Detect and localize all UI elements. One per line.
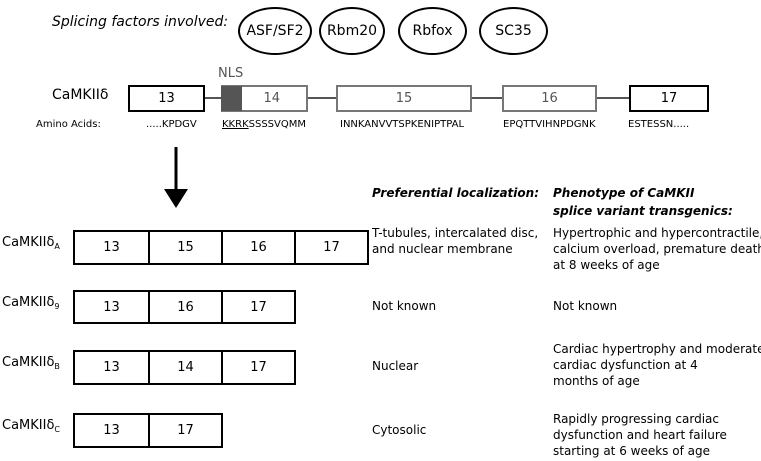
variant-9-exons: 13 16 17 bbox=[73, 290, 296, 324]
aa-exon14: KKRKSSSSVQMM bbox=[222, 119, 306, 130]
factor-rbfox: Rbfox bbox=[398, 7, 467, 55]
localization-header: Preferential localization: bbox=[372, 186, 539, 200]
variant-c-localization: Cytosolic bbox=[372, 422, 426, 438]
aa-exon16: EPQTTVIHNPDGNK bbox=[503, 119, 596, 130]
variant-a-exon: 13 bbox=[103, 240, 120, 255]
variant-b-exons: 13 14 17 bbox=[73, 350, 296, 385]
connector-16-17 bbox=[597, 97, 629, 99]
nls-segment-fill bbox=[221, 86, 242, 111]
aa-exon17: ESTESSN..... bbox=[628, 119, 690, 130]
variant-a-subscript: A bbox=[54, 242, 60, 251]
variant-9-exon: 17 bbox=[221, 292, 294, 322]
localization-line: Not known bbox=[372, 299, 437, 313]
amino-acids-label: Amino Acids: bbox=[36, 119, 101, 130]
phenotype-line: starting at 6 weeks of age bbox=[553, 444, 710, 458]
phenotype-header-line2: splice variant transgenics: bbox=[553, 204, 733, 218]
exon-17: 17 bbox=[629, 85, 709, 112]
variant-9-localization: Not known bbox=[372, 298, 436, 314]
phenotype-header-line1: Phenotype of CaMKII bbox=[553, 186, 695, 200]
variant-c-name: CaMKIIδ bbox=[2, 418, 55, 433]
phenotype-line: calcium overload, premature death bbox=[553, 242, 761, 256]
aa-exon14-rest: SSSSVQMM bbox=[248, 119, 306, 130]
variant-9-name: CaMKIIδ bbox=[2, 295, 55, 310]
splicing-factors-title: Splicing factors involved: bbox=[52, 14, 229, 30]
nls-label: NLS bbox=[218, 66, 244, 81]
aa-nls-sequence: KKRK bbox=[222, 119, 249, 130]
variant-b-phenotype: Cardiac hypertrophy and moderate cardiac… bbox=[553, 341, 761, 389]
variant-b-name: CaMKIIδ bbox=[2, 355, 55, 370]
variant-a-exons: 13 15 16 17 bbox=[73, 230, 369, 265]
phenotype-line: Hypertrophic and hypercontractile, bbox=[553, 226, 761, 240]
aa-exon15: INNKANVVTSPKENIPTPAL bbox=[340, 119, 465, 130]
localization-line: Cytosolic bbox=[372, 423, 427, 437]
phenotype-line: cardiac dysfunction at 4 bbox=[553, 358, 698, 372]
variant-a-localization: T-tubules, intercalated disc, and nuclea… bbox=[372, 225, 538, 257]
factor-asf-sf2: ASF/SF2 bbox=[238, 7, 312, 55]
variant-c-subscript: C bbox=[54, 425, 60, 434]
localization-line: and nuclear membrane bbox=[372, 242, 513, 256]
variant-b-localization: Nuclear bbox=[372, 358, 418, 374]
variant-label-b: CaMKIIδB bbox=[2, 355, 60, 371]
variant-a-phenotype: Hypertrophic and hypercontractile, calci… bbox=[553, 225, 761, 273]
variant-a-exon: 17 bbox=[294, 232, 367, 263]
variant-b-exon: 14 bbox=[148, 352, 221, 383]
variant-label-9: CaMKIIδ9 bbox=[2, 295, 60, 311]
variant-9-phenotype: Not known bbox=[553, 298, 617, 314]
variant-c-exon: 13 bbox=[103, 423, 120, 438]
connector-14-15 bbox=[308, 97, 336, 99]
variant-b-exon: 13 bbox=[103, 360, 120, 375]
factor-rbm20: Rbm20 bbox=[319, 7, 385, 55]
phenotype-line: Not known bbox=[553, 299, 618, 313]
variant-c-exons: 13 17 bbox=[73, 413, 223, 448]
variant-9-exon: 13 bbox=[103, 299, 120, 315]
connector-15-16 bbox=[472, 97, 502, 99]
connector-13-14 bbox=[205, 97, 221, 99]
phenotype-line: at 8 weeks of age bbox=[553, 258, 660, 272]
phenotype-line: Cardiac hypertrophy and moderate bbox=[553, 342, 761, 356]
variant-label-c: CaMKIIδC bbox=[2, 418, 60, 434]
exon-13: 13 bbox=[128, 85, 205, 112]
exon-16: 16 bbox=[502, 85, 597, 112]
variant-9-exon: 16 bbox=[148, 292, 221, 322]
variant-label-a: CaMKIIδA bbox=[2, 235, 60, 251]
variant-a-name: CaMKIIδ bbox=[2, 235, 55, 250]
factor-sc35: SC35 bbox=[479, 7, 548, 55]
gene-label: CaMKIIδ bbox=[52, 87, 109, 103]
localization-line: Nuclear bbox=[372, 359, 419, 373]
phenotype-line: dysfunction and heart failure bbox=[553, 428, 727, 442]
variant-c-exon: 17 bbox=[148, 415, 221, 446]
localization-line: T-tubules, intercalated disc, bbox=[372, 226, 539, 240]
phenotype-line: months of age bbox=[553, 374, 640, 388]
phenotype-line: Rapidly progressing cardiac bbox=[553, 412, 719, 426]
variant-a-exon: 16 bbox=[221, 232, 294, 263]
exon-15: 15 bbox=[336, 85, 472, 112]
variant-b-exon: 17 bbox=[221, 352, 294, 383]
variant-a-exon: 15 bbox=[148, 232, 221, 263]
splicing-arrow bbox=[164, 147, 188, 208]
variant-b-subscript: B bbox=[54, 362, 60, 371]
variant-c-phenotype: Rapidly progressing cardiac dysfunction … bbox=[553, 411, 727, 459]
variant-9-subscript: 9 bbox=[54, 302, 60, 311]
aa-exon13: .....KPDGV bbox=[146, 119, 197, 130]
